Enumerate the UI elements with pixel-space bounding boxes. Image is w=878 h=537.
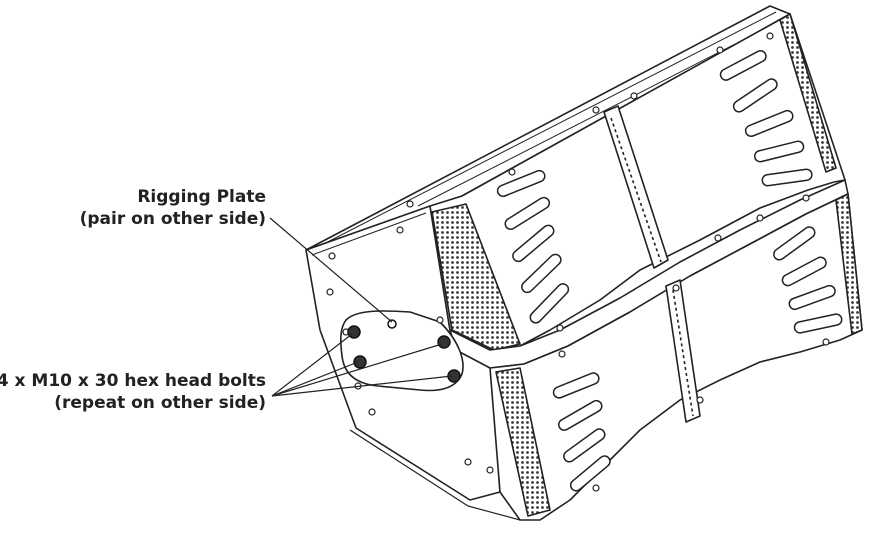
plate-pin xyxy=(387,319,397,329)
rigging-plate xyxy=(340,310,464,392)
lower-left-grille xyxy=(495,367,551,517)
bolt-2 xyxy=(353,355,367,369)
panel-screws xyxy=(326,32,830,492)
upper-center-rail xyxy=(603,105,669,269)
leader-bolt-1 xyxy=(271,333,353,397)
leader-rigging-plate xyxy=(269,217,393,323)
vent-slots-upper-left xyxy=(496,169,570,324)
rigging-plate-note: (pair on other side) xyxy=(79,209,266,229)
upper-right-grille xyxy=(779,13,837,173)
leader-lines xyxy=(269,217,453,397)
bolt-3 xyxy=(437,335,451,349)
bolts-note: (repeat on other side) xyxy=(54,393,266,413)
leader-bolt-2 xyxy=(271,361,359,397)
bolts-title: 4 x M10 x 30 hex head bolts xyxy=(0,371,266,391)
rigging-plate-callout: Rigging Plate (pair on other side) xyxy=(80,186,266,230)
bolts-callout: 4 x M10 x 30 hex head bolts (repeat on o… xyxy=(0,370,266,414)
vent-slots-lower-right xyxy=(773,226,843,334)
rigging-plate-title: Rigging Plate xyxy=(137,187,266,207)
leader-bolt-4 xyxy=(271,375,453,397)
lower-right-grille xyxy=(835,193,863,335)
vent-slots-lower-left xyxy=(552,372,611,492)
leader-bolt-3 xyxy=(271,343,443,397)
vent-slots-upper-right xyxy=(719,50,813,187)
